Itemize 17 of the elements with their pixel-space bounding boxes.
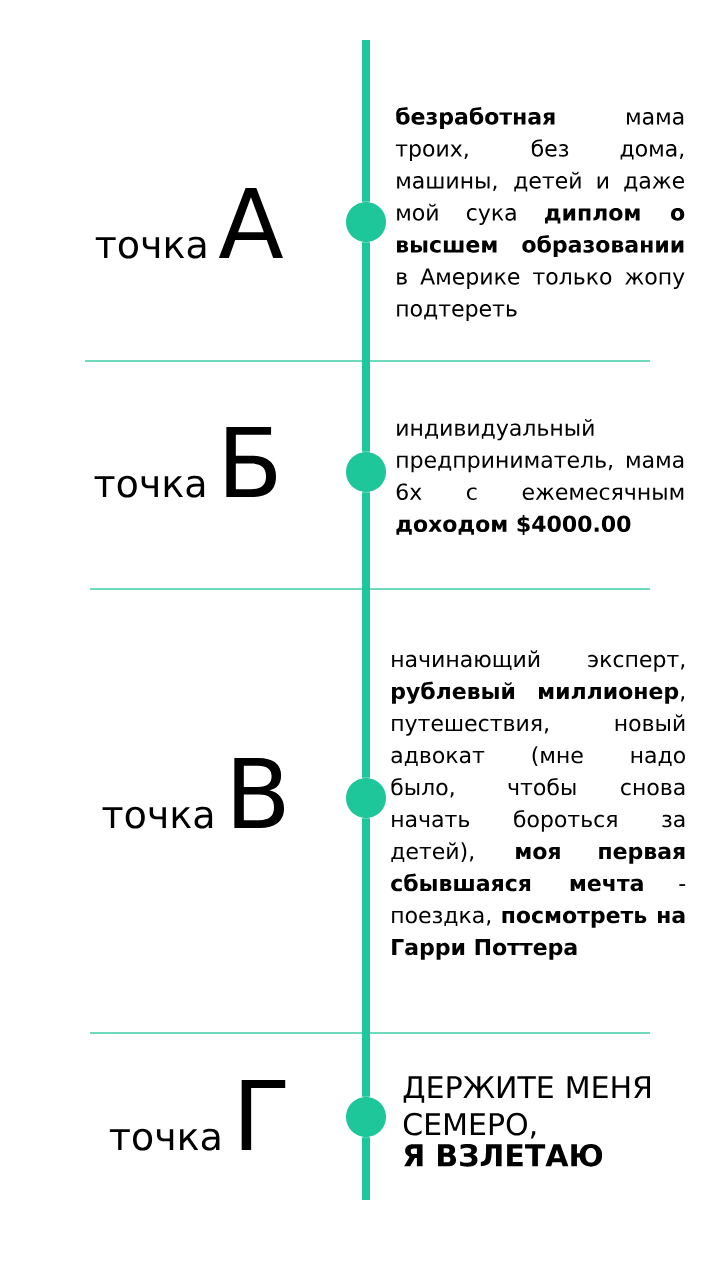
- description-text: индивидуальный предприниматель, мама 6х с ежемесячным доходом $4000.00: [396, 419, 684, 535]
- point-letter: В: [234, 758, 284, 828]
- description-text: ДЕРЖИТЕ МЕНЯ СЕМЕРО,: [403, 1076, 650, 1139]
- point-letter: Г: [241, 1080, 286, 1150]
- point-letter: Б: [226, 427, 276, 497]
- timeline-dot: [346, 1097, 386, 1137]
- point-label: точка: [109, 1128, 220, 1151]
- timeline-dot: [346, 202, 386, 242]
- description-text: Я ВЗЛЕТАЮ: [404, 1143, 603, 1167]
- description-text: безработная мама троих, без дома, машины, детей и даже мой сука диплом о высшем образовании в Америке только жопу подтереть: [395, 107, 685, 321]
- point-label: точка: [95, 236, 206, 259]
- point-letter: А: [218, 188, 283, 258]
- timeline-dot: [346, 452, 386, 492]
- description-text: начинающий эксперт, рублевый миллионер, путешествия, новый адвокат (мне надо было, чтобы снова начать бороться за детей), моя первая сбывшаяся мечта - поездка, посмотреть на Гарри Поттера: [391, 650, 686, 960]
- point-label: точка: [102, 806, 213, 829]
- timeline-dot: [346, 778, 386, 818]
- point-label: точка: [94, 475, 205, 498]
